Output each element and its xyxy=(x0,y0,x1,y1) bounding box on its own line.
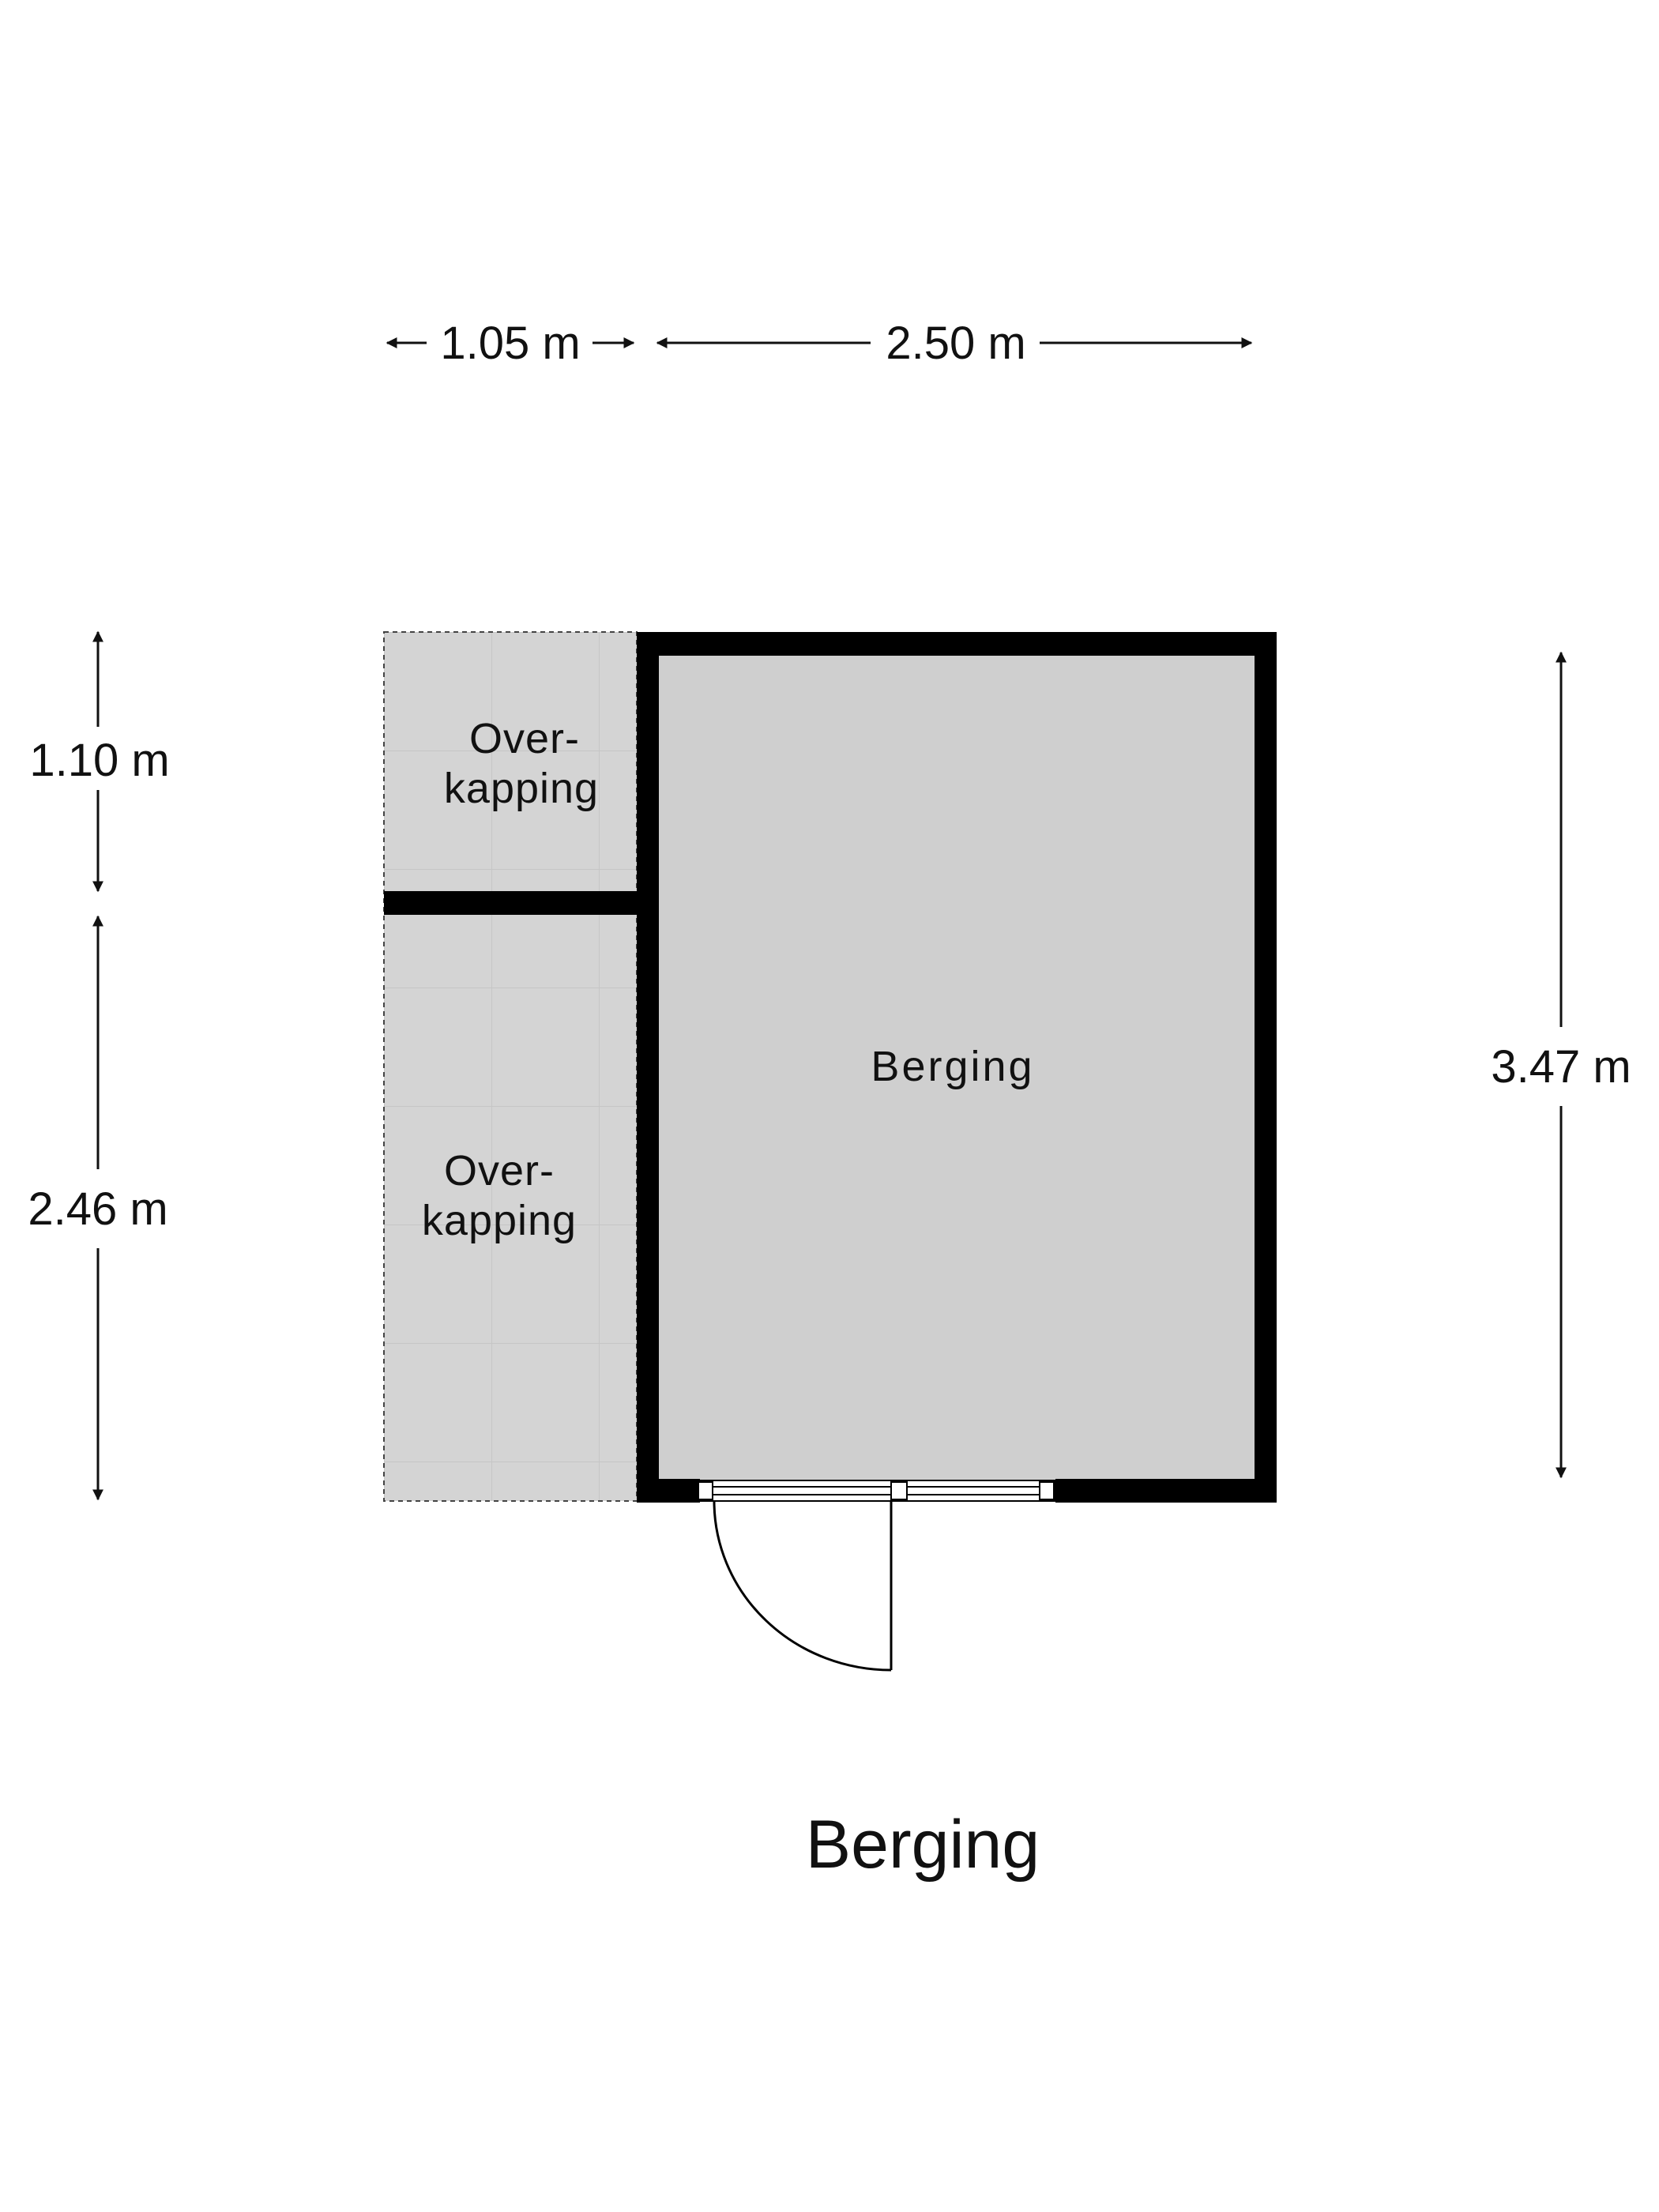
dim-left-upper-label: 1.10 m xyxy=(29,735,169,786)
door-frame xyxy=(696,1480,1056,1502)
berging-room-floor xyxy=(653,653,1255,1490)
wall-bottom-right xyxy=(1055,1479,1277,1503)
room-label-berging: Berging xyxy=(871,1043,1034,1090)
dimension-lines xyxy=(92,337,1567,1501)
room-label-covered-top-line1: Over- xyxy=(469,715,580,762)
room-label-covered-bottom-line2: kapping xyxy=(422,1197,577,1244)
plan-title: Berging xyxy=(806,1807,1040,1883)
room-label-covered-bottom-line1: Over- xyxy=(444,1147,555,1194)
dim-top-left-label: 1.05 m xyxy=(440,318,580,369)
door-swing xyxy=(713,1500,893,1672)
wall-bottom-left xyxy=(637,1479,700,1503)
covered-area xyxy=(383,631,638,1502)
dim-left-lower-label: 2.46 m xyxy=(28,1183,167,1235)
wall-right xyxy=(1255,632,1277,1503)
room-label-covered-top-line2: kapping xyxy=(444,765,599,812)
dim-top-right-label: 2.50 m xyxy=(886,318,1025,369)
dim-right-label: 3.47 m xyxy=(1491,1041,1631,1093)
wall-left xyxy=(637,632,659,1503)
wall-divider xyxy=(384,891,648,915)
wall-top xyxy=(637,632,1277,656)
